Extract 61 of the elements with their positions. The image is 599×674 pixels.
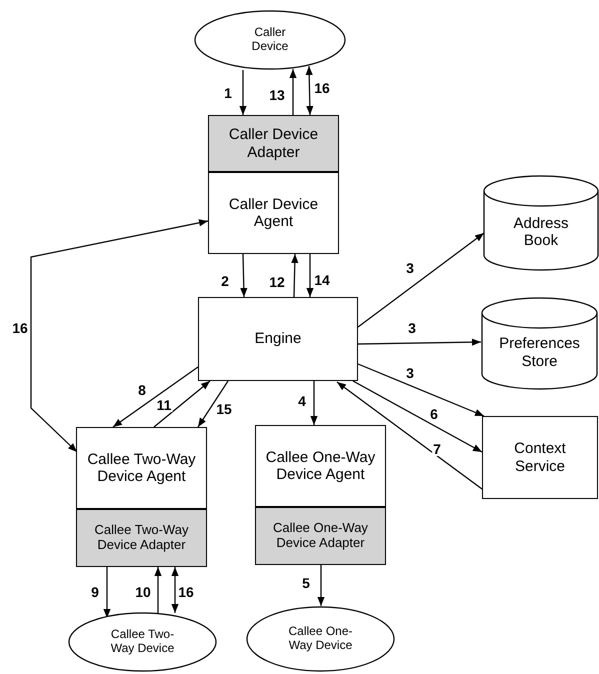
node-label: Caller Device Adapter [228,126,320,161]
arrow [358,338,482,346]
node-label: Callee One-Way Device Agent [264,448,376,484]
arrow [306,254,314,297]
node-label: Caller Device Agent [228,196,320,230]
arrow [171,567,179,613]
edge-label: 11 [156,398,172,412]
arrow [358,232,484,328]
arrow [310,381,318,425]
node-label: Callee One-Way Device [287,625,354,653]
arrow [198,380,228,428]
process-box [482,416,598,499]
edge-label: 10 [134,585,152,599]
adapter-box [255,507,386,565]
edge-label: 16 [313,81,331,95]
edge-label: 9 [90,585,100,599]
edge-label: 14 [313,273,331,287]
arrow [112,366,198,428]
node-label: Address Book [512,214,570,250]
node-label: Context Service [513,440,567,475]
edge-label: 3 [405,366,415,380]
edge-label: 12 [268,275,286,289]
edge-label: 3 [407,321,417,335]
arrow [317,565,325,606]
adapter-box [76,509,207,567]
edge-label: 3 [405,261,415,275]
edge-label: 7 [432,442,442,456]
arrow [306,66,314,116]
edge-label: 2 [220,274,230,288]
edge-label: 6 [429,407,439,421]
edge-label: 16 [177,585,195,599]
node-label: Callee Two-Way Device [110,628,176,656]
edge-label: 1 [223,86,233,100]
edge-label: 8 [137,383,147,397]
arrow [154,567,162,613]
edge-label: 13 [268,88,286,102]
edge-label: 16 [11,321,29,335]
node-label: Callee One-Way Device Adapter [272,521,369,551]
edge-label: 15 [215,402,233,416]
arrow [239,70,247,115]
edge-label: 5 [301,576,311,590]
process-box [255,425,386,507]
arrow [30,219,208,452]
arrow [289,69,297,115]
node-label: Preferences Store [498,335,581,370]
arrow [103,567,111,618]
arrow [154,380,210,428]
adapter-box [208,115,339,172]
arrow [291,254,298,298]
arrow [358,363,484,417]
arrow [336,382,482,490]
process-box [198,297,358,381]
process-box [76,427,207,509]
node-label: Callee Two-Way Device Agent [86,450,197,486]
arrow [352,380,482,453]
node-label: Engine [254,330,302,348]
process-box [208,172,339,254]
node-label: Callee Two-Way Device Adapter [94,523,190,553]
arrow [240,254,248,298]
edge-label: 4 [297,394,307,408]
node-label: Caller Device [250,26,290,54]
